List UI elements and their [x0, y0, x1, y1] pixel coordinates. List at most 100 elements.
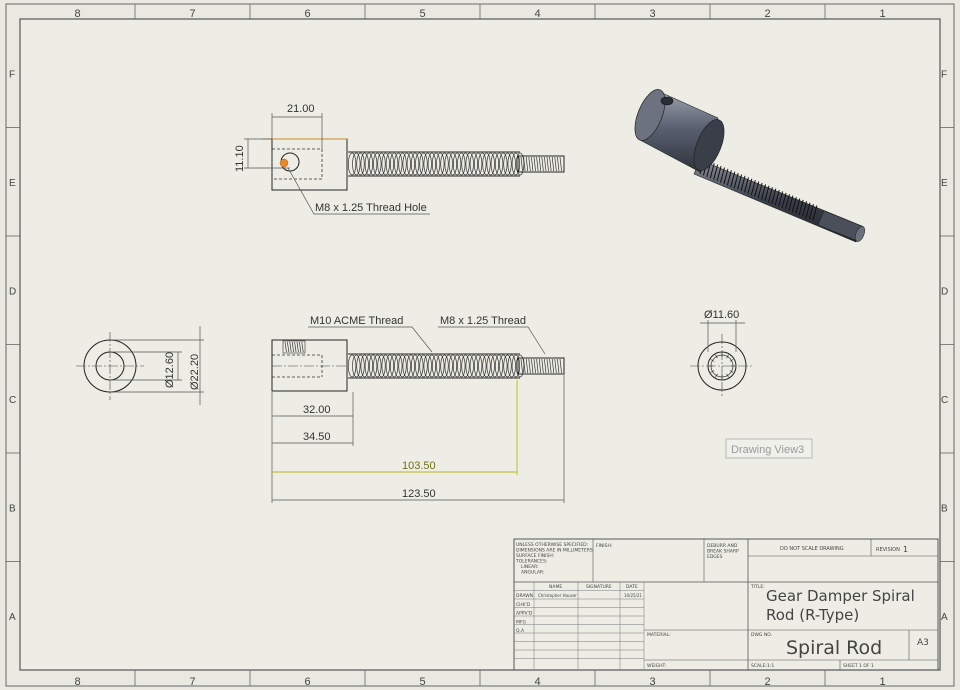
iso-thread-ridge — [771, 188, 777, 204]
fine-thread — [541, 358, 544, 374]
zone-row-label: A — [941, 612, 948, 623]
thread-coil — [398, 354, 407, 378]
zone-row-label: C — [9, 395, 16, 406]
right-end-view: Ø11.60 — [690, 309, 754, 398]
iso-thread-ridge — [733, 172, 739, 189]
fine-thread — [520, 358, 523, 374]
zone-column-label: 4 — [535, 8, 541, 20]
thread-coil — [377, 152, 386, 176]
thread-coil — [482, 152, 491, 176]
tolerance-note-line: SURFACE FINISH: — [516, 553, 554, 559]
thread-coil — [381, 152, 390, 176]
end-thread-mark — [715, 354, 718, 359]
iso-thread-ridge — [798, 199, 804, 216]
fine-thread — [538, 156, 542, 172]
revision-value: 1 — [903, 545, 908, 554]
thread-coil — [440, 354, 449, 378]
thread-coil — [373, 152, 382, 176]
thread-coil — [473, 354, 483, 378]
thread-coil — [444, 354, 453, 378]
thread-coil — [356, 152, 365, 176]
tb-row-label: MFG — [516, 619, 526, 625]
thread-coil — [473, 152, 483, 176]
iso-thread-ridge — [716, 165, 722, 182]
top-dim-width: 21.00 — [287, 103, 315, 115]
fine-thread — [541, 156, 544, 172]
col-signature: SIGNATURE — [586, 584, 612, 590]
thread-coil — [347, 152, 357, 176]
thread-coil — [368, 354, 378, 378]
thread-coil — [352, 354, 361, 378]
thread-coil — [469, 354, 479, 378]
zone-column-label: 7 — [190, 8, 196, 20]
thread-coil — [448, 354, 458, 378]
weight-label: WEIGHT: — [647, 663, 666, 669]
zone-row-label: E — [941, 178, 948, 189]
zone-column-label: 6 — [305, 8, 311, 20]
end-thread-mark — [715, 373, 718, 378]
thread-coil — [511, 152, 521, 176]
fine-thread — [546, 156, 549, 172]
thread-coil — [494, 354, 504, 378]
thread-coil — [436, 152, 445, 176]
iso-thread-ridge — [747, 178, 753, 194]
zone-column-label: 8 — [75, 676, 81, 688]
zone-column-label: 1 — [880, 676, 886, 688]
dwg-no-label: DWG NO. — [751, 632, 772, 638]
drawn-name: Christopher Hauser — [538, 593, 577, 598]
iso-thread-ridge — [737, 174, 743, 190]
tolerance-note-line: UNLESS OTHERWISE SPECIFIED: — [516, 542, 588, 548]
fine-thread — [528, 156, 531, 172]
revision-label: REVISION — [876, 547, 900, 553]
iso-thread-ridge — [781, 192, 787, 208]
thread-coil — [423, 354, 432, 378]
drawn-date: 10/25/21 — [624, 593, 642, 598]
thread-coil — [452, 152, 462, 176]
zone-column-label: 2 — [765, 676, 771, 688]
end-thread-mark — [710, 359, 715, 362]
thread-coil — [377, 354, 386, 378]
iso-thread-ridge — [785, 194, 790, 210]
thread-coil — [503, 354, 512, 378]
fine-thread — [551, 358, 555, 374]
iso-thread-ridge — [774, 189, 780, 206]
isometric-view — [634, 89, 866, 243]
deburr-note-line: DEBURR AND — [707, 543, 738, 549]
zone-row-label: D — [9, 286, 16, 297]
left-end-view: Ø12.60 Ø22.20 — [76, 326, 204, 405]
iso-thread-ridge — [709, 163, 715, 179]
left-dia-inner: Ø12.60 — [164, 352, 176, 388]
drawing-view-label[interactable]: Drawing View3 — [725, 438, 813, 459]
thread-coil — [461, 354, 470, 378]
zone-row-label: E — [9, 178, 16, 189]
thread-coil — [461, 152, 470, 176]
thread-coil — [364, 152, 374, 176]
thread-coil — [457, 152, 466, 176]
thread-coil — [507, 152, 516, 176]
zone-column-label: 8 — [75, 8, 81, 20]
end-thread-mark — [726, 354, 729, 359]
thread-coil — [423, 152, 432, 176]
title-block: UNLESS OTHERWISE SPECIFIED:DIMENSIONS AR… — [513, 538, 939, 671]
fine-thread — [301, 341, 304, 353]
title-line-1: Gear Damper Spiral — [766, 587, 915, 605]
finish-label: FINISH: — [596, 543, 612, 549]
thread-coil — [419, 354, 428, 378]
thread-coil — [352, 152, 361, 176]
zone-ticks — [6, 4, 954, 686]
fine-thread — [536, 358, 539, 374]
sheet-count: SHEET 1 OF 1 — [843, 663, 874, 669]
zone-column-label: 6 — [305, 676, 311, 688]
thread-coil — [490, 152, 500, 176]
thread-coil — [431, 152, 441, 176]
drawing-view-label-text: Drawing View3 — [731, 444, 804, 456]
sheet-size: A3 — [917, 638, 929, 648]
fine-thread — [284, 341, 287, 353]
iso-thread-ridge — [720, 167, 726, 183]
end-thread-mark — [729, 359, 734, 362]
fine-thread — [287, 341, 290, 353]
deburr-note-line: BREAK SHARP — [707, 549, 739, 555]
tolerance-note-line: ANGULAR: — [521, 570, 544, 576]
zone-row-label: D — [941, 286, 948, 297]
